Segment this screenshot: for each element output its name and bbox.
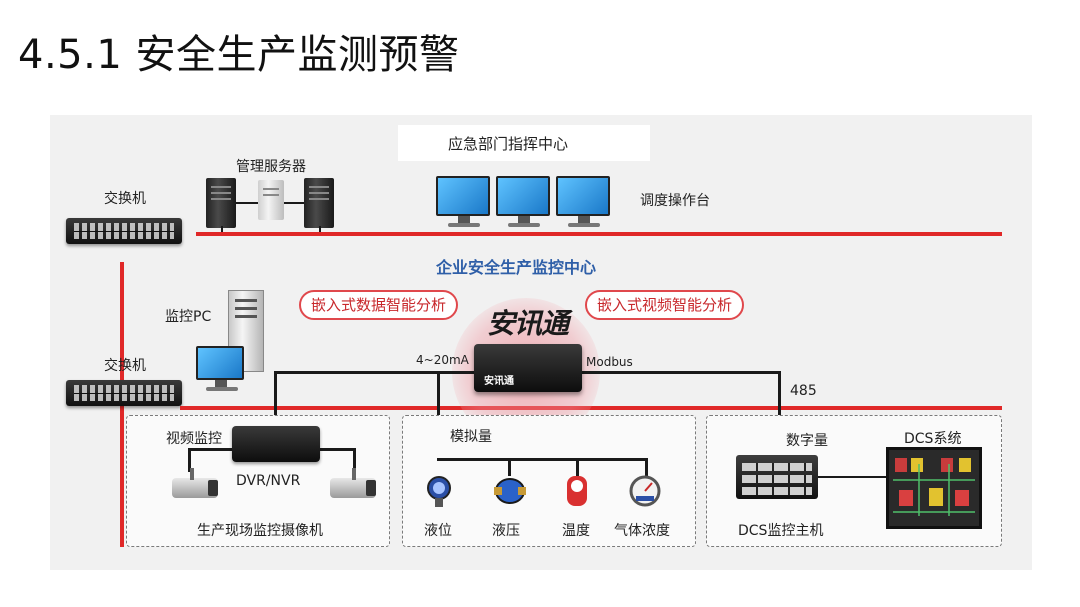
signal-analog-label: 4~20mA — [416, 353, 469, 367]
console-monitor-icon — [556, 176, 610, 227]
management-servers-label: 管理服务器 — [236, 159, 306, 175]
enterprise-center-label: 企业安全生产监控中心 — [436, 258, 597, 277]
field-network-bus — [180, 406, 1002, 410]
switch-middle-label: 交换机 — [104, 358, 146, 374]
camera-icon — [172, 468, 218, 498]
console-monitor-icon — [436, 176, 490, 227]
top-network-bus — [196, 232, 1002, 236]
signal-485-label: 485 — [790, 383, 817, 399]
command-center-header — [398, 125, 650, 161]
dcs-host-icon — [736, 455, 818, 499]
console-monitor-icon — [496, 176, 550, 227]
signal-modbus-label: Modbus — [586, 355, 633, 369]
slide-title: 4.5.1 安全生产监测预警 — [18, 32, 460, 78]
server-icon — [206, 178, 236, 228]
server-link — [236, 202, 258, 204]
pc-monitor-icon — [196, 346, 244, 391]
video-analysis-pill: 嵌入式视频智能分析 — [585, 290, 745, 320]
sensor-label-level: 液位 — [424, 523, 452, 539]
camera-caption: 生产现场监控摄像机 — [197, 523, 323, 539]
server-drop-line — [319, 226, 321, 234]
sensor-drop — [508, 458, 511, 476]
server-icon — [304, 178, 334, 228]
analog-group-title: 模拟量 — [450, 429, 492, 445]
sensor-label-gas: 气体浓度 — [614, 523, 670, 539]
camera-icon — [330, 468, 376, 498]
switch-middle-icon — [66, 380, 182, 406]
server-link — [284, 202, 304, 204]
switch-top-icon — [66, 218, 182, 244]
gas-sensor-icon — [629, 475, 661, 507]
dcs-link — [818, 476, 886, 478]
device-brand-mark: 安讯通 — [484, 376, 514, 387]
pressure-sensor-icon — [494, 478, 526, 504]
switch-top-label: 交换机 — [104, 191, 146, 207]
dispatch-console-label: 调度操作台 — [640, 193, 710, 209]
server-drop-line — [221, 226, 223, 234]
anxintong-device: 安讯通 — [474, 344, 582, 392]
sensor-drop — [645, 458, 648, 476]
sensor-label-pressure: 液压 — [492, 523, 520, 539]
dcs-system-label: DCS系统 — [904, 431, 962, 447]
data-analysis-pill: 嵌入式数据智能分析 — [299, 290, 459, 320]
sensor-label-temperature: 温度 — [562, 523, 590, 539]
command-center-label: 应急部门指挥中心 — [448, 135, 569, 153]
dcs-screen-icon — [886, 447, 982, 529]
camera-link — [188, 448, 191, 472]
sensor-bus — [437, 458, 647, 461]
level-sensor-icon — [427, 476, 451, 507]
recorder-label: DVR/NVR — [236, 473, 301, 489]
camera-link — [353, 448, 356, 472]
server-icon — [258, 180, 284, 220]
video-group-title: 视频监控 — [166, 431, 222, 447]
monitor-pc-label: 监控PC — [165, 309, 212, 325]
dvr-icon — [232, 426, 320, 462]
video-drop — [274, 371, 277, 427]
temperature-sensor-icon — [567, 476, 587, 506]
sensor-drop — [576, 458, 579, 476]
dcs-host-label: DCS监控主机 — [738, 523, 824, 539]
brand-logo: 安讯通 — [487, 307, 569, 340]
digital-group-title: 数字量 — [786, 433, 828, 449]
